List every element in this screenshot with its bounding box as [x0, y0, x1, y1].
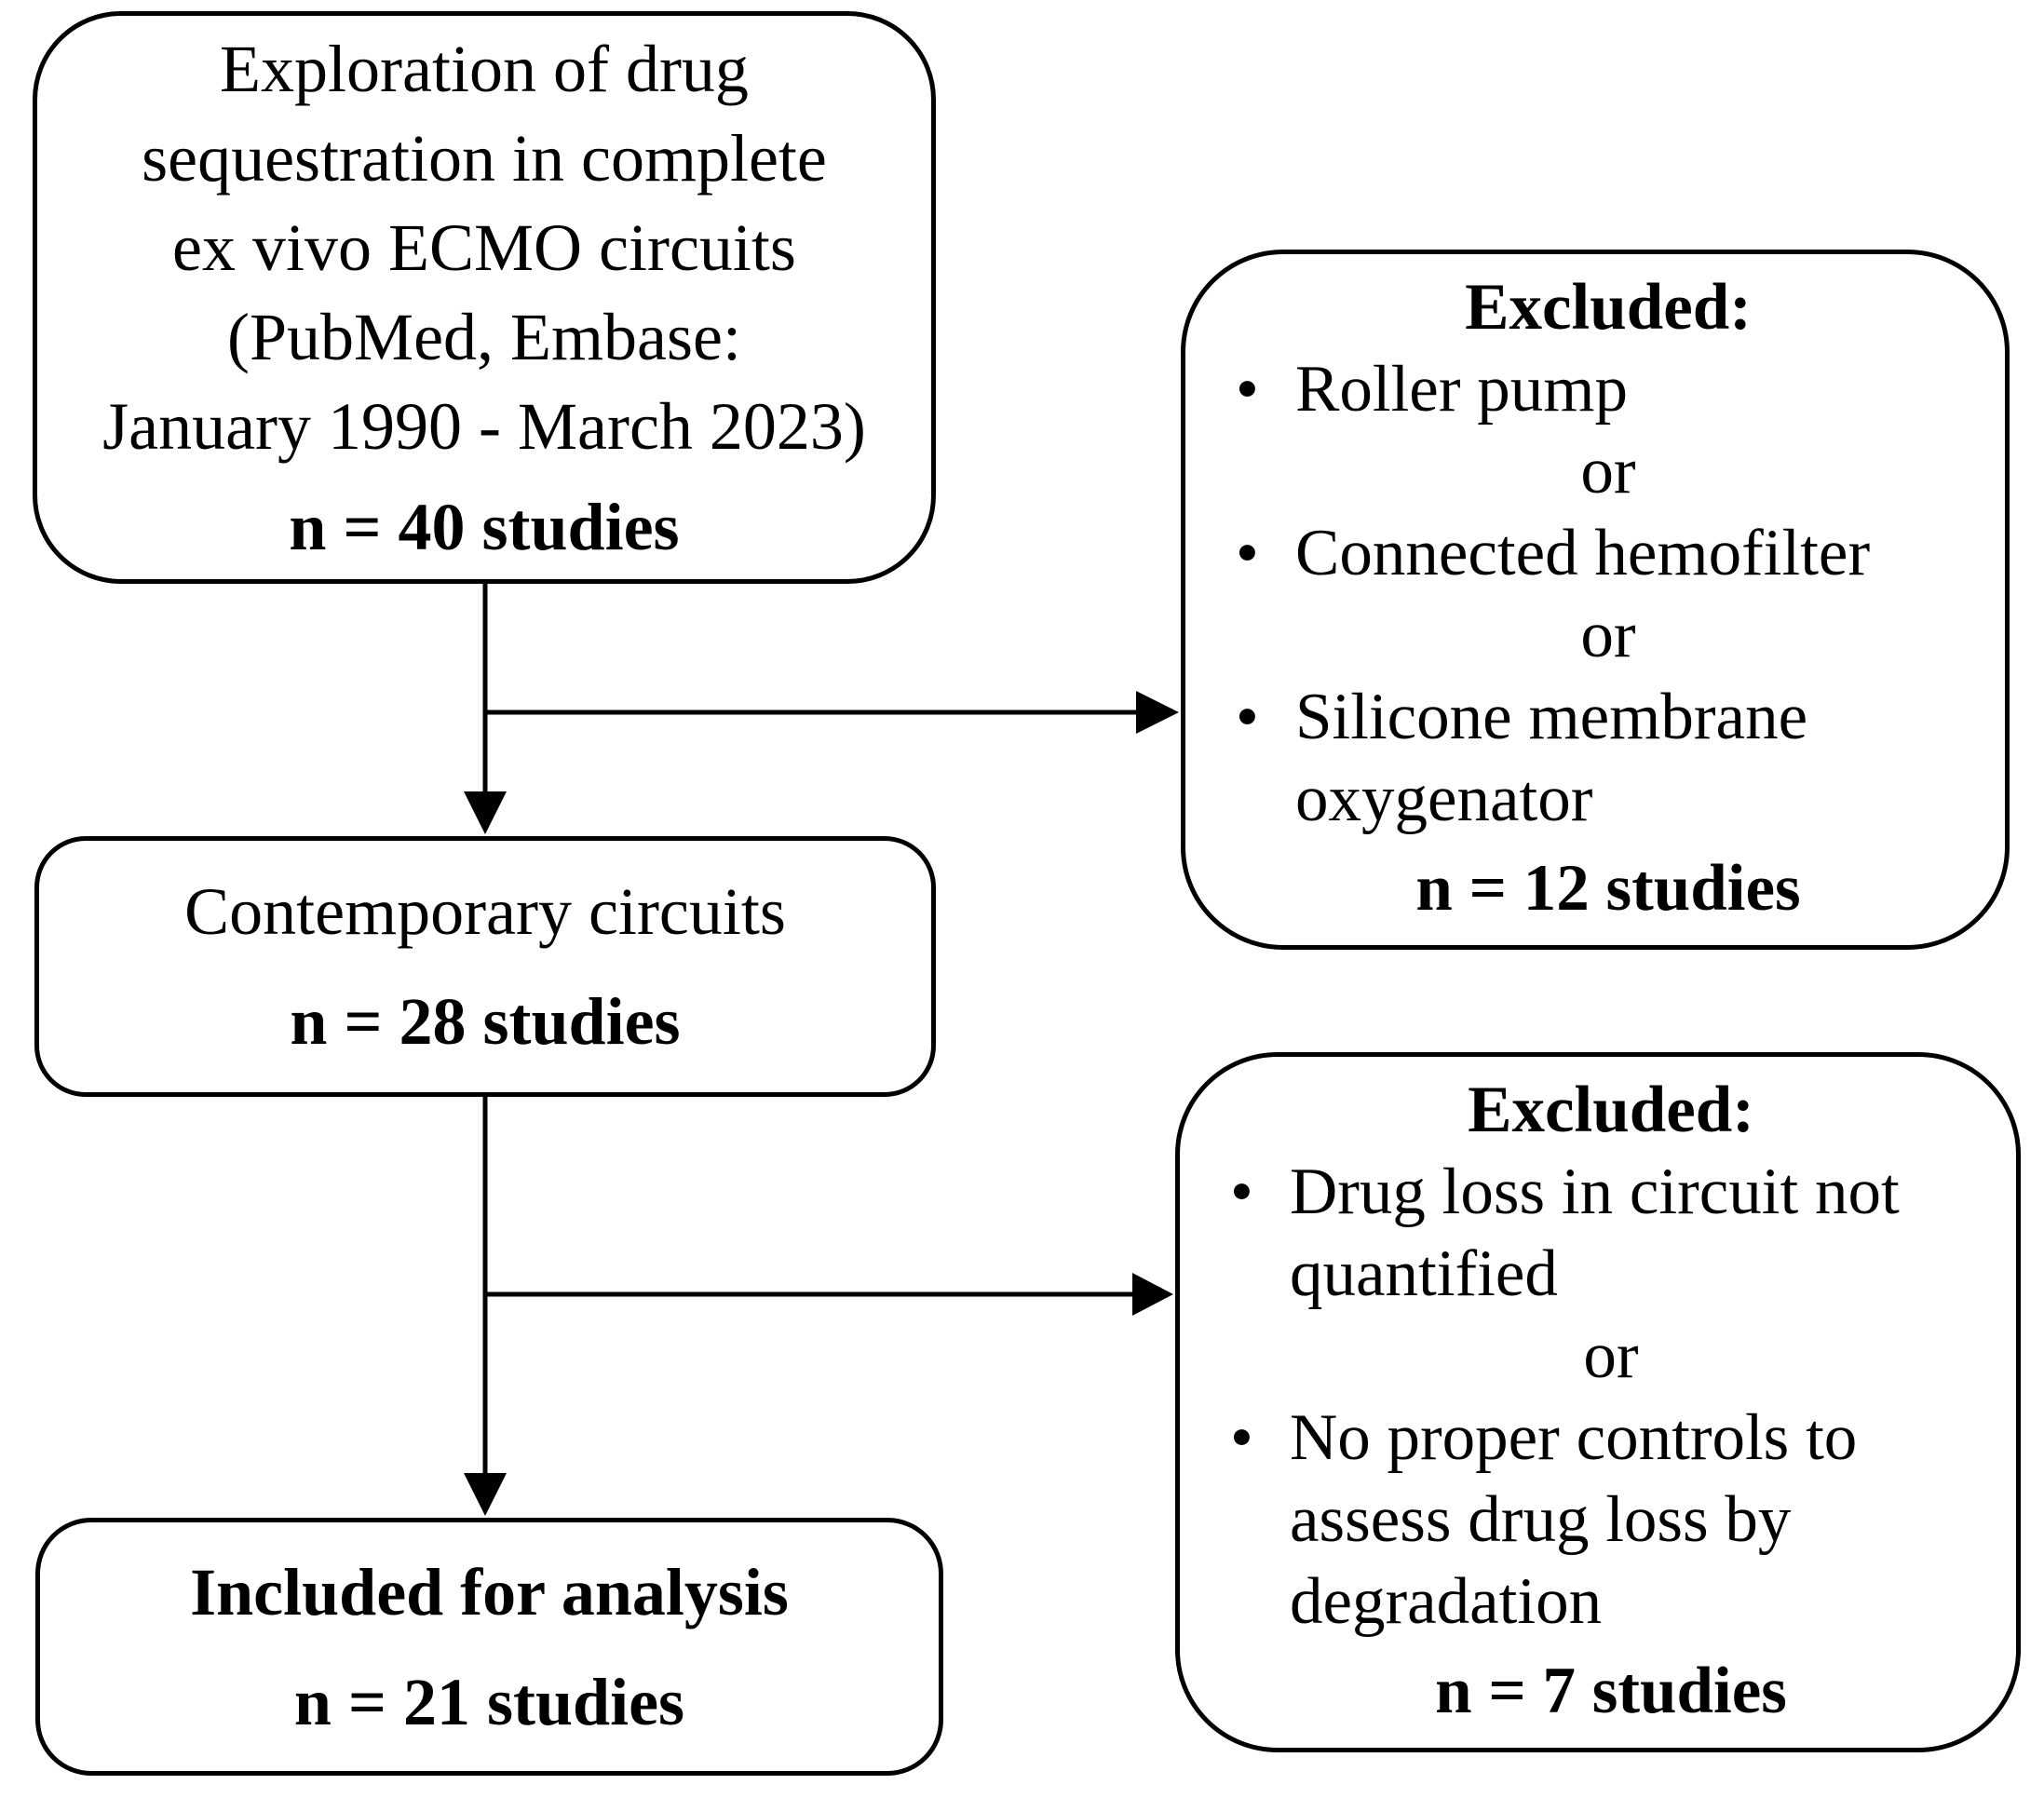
- excluded-top-bullet-item: • Silicone membrane oxygenator: [1226, 676, 1990, 840]
- connector-search-to-excluded-top: [485, 691, 1179, 734]
- included-box-label: Included for analysis: [190, 1554, 789, 1629]
- search-box: Exploration of drug sequestration in com…: [33, 11, 936, 584]
- contemporary-box-label: Contemporary circuits: [184, 874, 786, 949]
- excluded-top-bullet-item: • Connected hemofilter: [1226, 512, 1990, 594]
- search-box-text-line: ex vivo ECMO circuits: [172, 210, 796, 285]
- excluded-bottom-count: n = 7 studies: [1435, 1655, 1787, 1727]
- included-box-count: n = 21 studies: [293, 1664, 685, 1739]
- included-box: Included for analysis n = 21 studies: [35, 1518, 943, 1776]
- or-separator: or: [1580, 599, 1636, 671]
- excluded-top-box: Excluded: • Roller pump or • Connected h…: [1181, 250, 2010, 950]
- excluded-bottom-bullet-item: • No proper controls to assess drug loss…: [1221, 1397, 2001, 1643]
- bullet-icon: •: [1236, 353, 1259, 426]
- excluded-top-title: Excluded:: [1465, 271, 1752, 344]
- excluded-bottom-box: Excluded: • Drug loss in circuit not qua…: [1175, 1052, 2021, 1752]
- or-separator: or: [1580, 435, 1636, 507]
- bullet-icon: •: [1230, 1401, 1253, 1474]
- search-box-count: n = 40 studies: [289, 489, 680, 564]
- search-box-text-line: (PubMed, Embase:: [227, 299, 741, 374]
- bullet-icon: •: [1236, 517, 1259, 589]
- connector-contemporary-to-excluded-bottom: [485, 1273, 1173, 1316]
- arrow-right-icon: [1132, 1273, 1173, 1316]
- excluded-bottom-bullet-text: Drug loss in circuit not quantified: [1290, 1156, 1900, 1310]
- excluded-top-count: n = 12 studies: [1415, 852, 1801, 925]
- connector-search-to-contemporary: [464, 584, 507, 834]
- search-box-text-line: January 1990 - March 2023): [102, 388, 866, 464]
- arrow-down-icon: [464, 791, 507, 834]
- excluded-top-bullet-text: Silicone membrane oxygenator: [1295, 681, 1808, 835]
- excluded-top-bullet-item: • Roller pump: [1226, 348, 1990, 430]
- bullet-icon: •: [1230, 1156, 1253, 1228]
- excluded-bottom-bullet-item: • Drug loss in circuit not quantified: [1221, 1151, 2001, 1315]
- arrow-right-icon: [1136, 691, 1179, 734]
- bullet-icon: •: [1236, 681, 1259, 753]
- excluded-top-bullet-text: Connected hemofilter: [1295, 517, 1871, 589]
- search-box-text-line: Exploration of drug: [220, 31, 749, 106]
- contemporary-box-count: n = 28 studies: [290, 984, 681, 1059]
- search-box-text-line: sequestration in complete: [142, 120, 827, 196]
- excluded-bottom-title: Excluded:: [1468, 1074, 1754, 1146]
- connector-contemporary-to-included: [464, 1097, 507, 1516]
- arrow-down-icon: [464, 1473, 507, 1516]
- excluded-top-bullet-text: Roller pump: [1295, 353, 1628, 426]
- excluded-bottom-bullet-text: No proper controls to assess drug loss b…: [1290, 1401, 1858, 1638]
- contemporary-box: Contemporary circuits n = 28 studies: [34, 836, 936, 1097]
- or-separator: or: [1583, 1319, 1639, 1392]
